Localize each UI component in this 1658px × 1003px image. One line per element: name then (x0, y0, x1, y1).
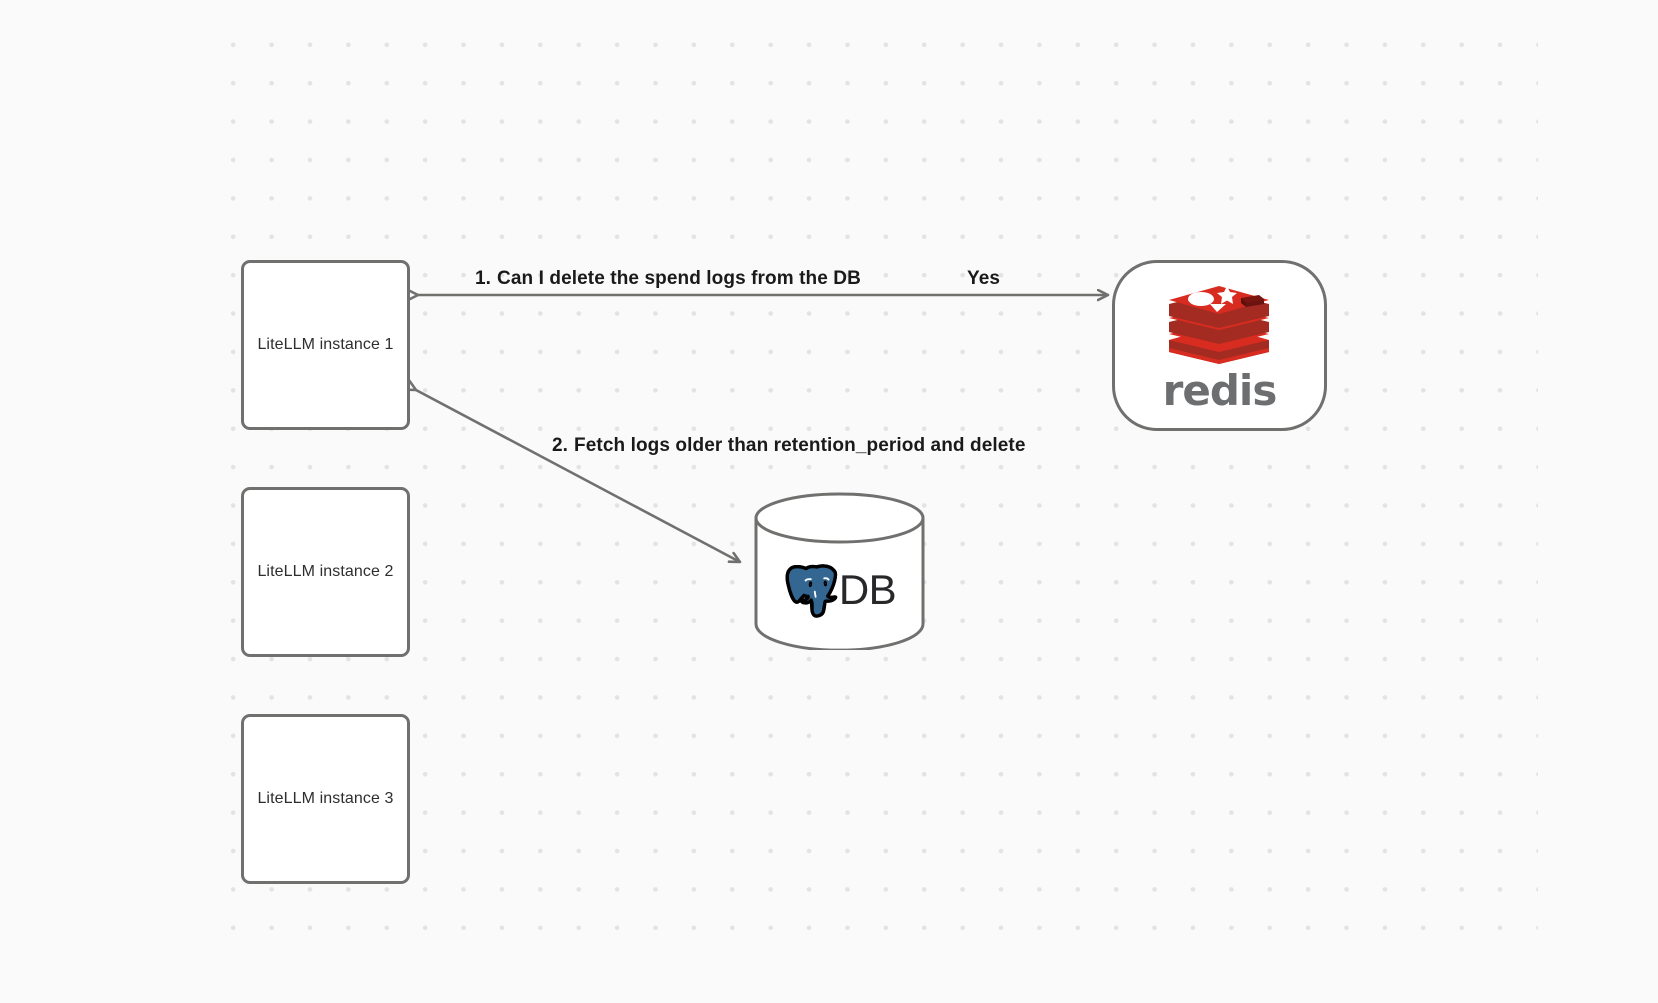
edge-step-number-2: 2. (552, 435, 569, 456)
redis-logo-icon (1169, 285, 1270, 364)
node-label-litellm-3: LiteLLM instance 3 (257, 790, 394, 807)
node-litellm-instance-2[interactable]: LiteLLM instance 2 (241, 487, 410, 657)
edge-label-step-1: 1.Can I delete the spend logs from the D… (475, 268, 861, 290)
cylinder-shape (754, 492, 925, 650)
redis-logo-group: redis (1163, 278, 1277, 412)
edge-label-step-2: 2.Fetch logs older than retention_period… (552, 435, 1026, 457)
db-label: DB (838, 566, 897, 613)
node-label-litellm-1: LiteLLM instance 1 (257, 336, 394, 353)
db-logo-and-label: DB (753, 540, 926, 640)
node-litellm-instance-3[interactable]: LiteLLM instance 3 (241, 714, 410, 884)
node-litellm-instance-1[interactable]: LiteLLM instance 1 (241, 260, 410, 430)
redis-wordmark: redis (1162, 365, 1278, 415)
edge-step-number-1: 1. (475, 268, 492, 289)
node-database[interactable]: DB (753, 492, 926, 650)
node-redis[interactable]: redis (1112, 260, 1327, 431)
edge-label-reply-yes: Yes (967, 268, 1001, 289)
node-label-litellm-2: LiteLLM instance 2 (257, 563, 394, 580)
edge-label-text-1: Can I delete the spend logs from the DB (497, 268, 861, 289)
postgresql-elephant-icon (785, 564, 838, 618)
edge-label-text-2: Fetch logs older than retention_period a… (574, 435, 1026, 456)
